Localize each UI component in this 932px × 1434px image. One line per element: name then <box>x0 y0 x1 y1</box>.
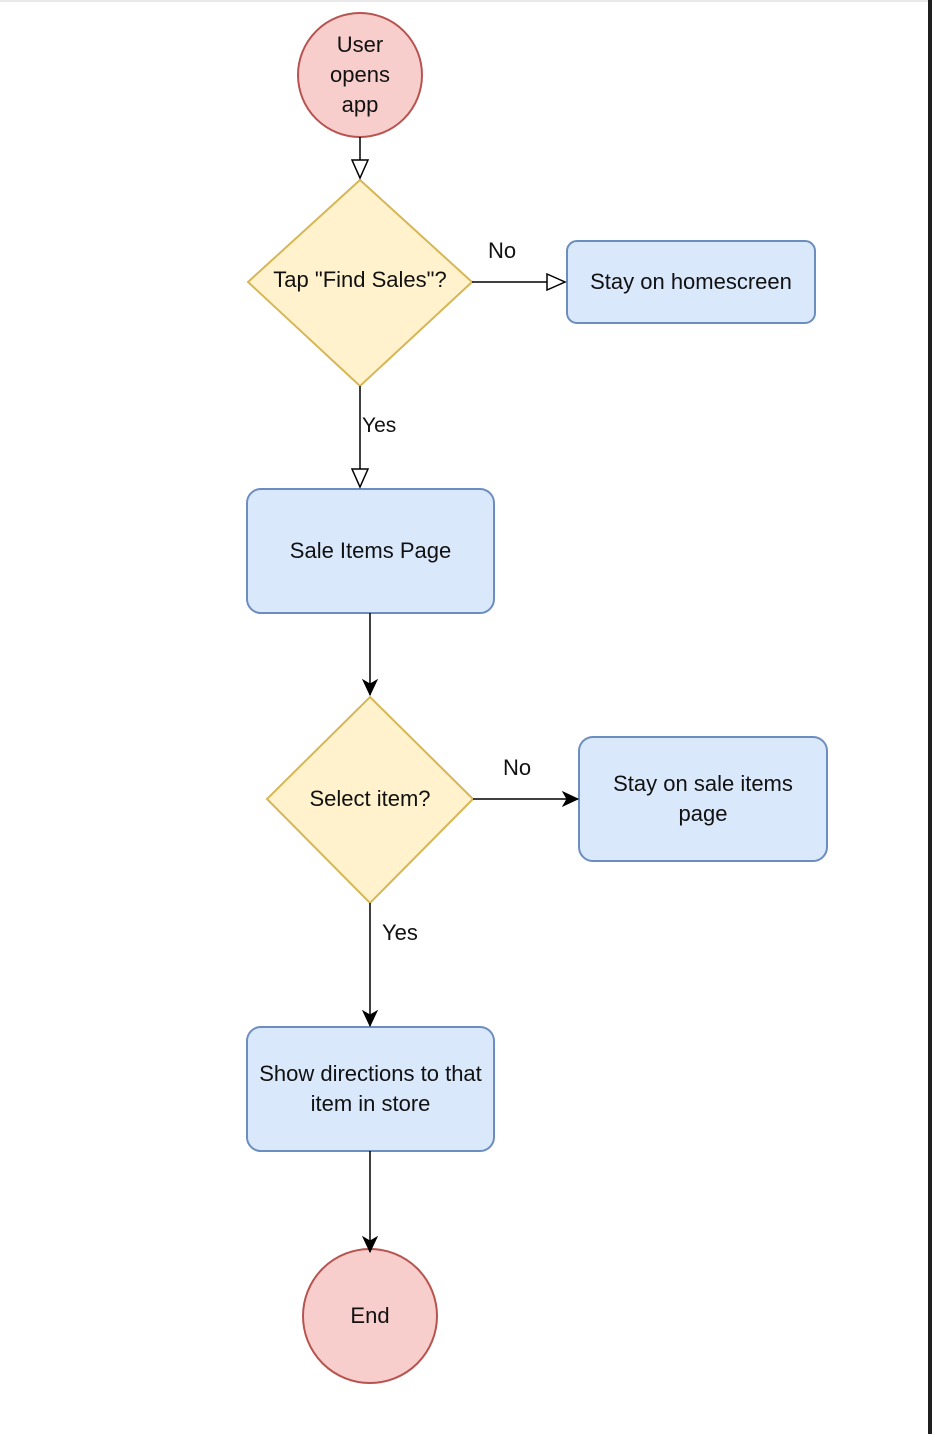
top-edge-shade <box>0 0 928 2</box>
edge-label-select-no: No <box>503 755 532 781</box>
end-node-label: End <box>350 1303 390 1328</box>
stay-home-shape <box>566 240 816 324</box>
stay-home-label: Stay on homescreen <box>590 269 792 294</box>
decision-select-item-label: Select item? <box>309 786 431 811</box>
sale-items-page-label: Sale Items Page <box>289 538 452 563</box>
show-directions-label: Show directions to that item in store <box>259 1061 482 1116</box>
edge-label-find-yes: Yes <box>362 413 397 439</box>
edge-label-select-yes: Yes <box>382 920 418 946</box>
stay-sale-items-label: Stay on sale items page <box>613 771 793 826</box>
start-node-label: User opens app <box>330 32 390 117</box>
right-border <box>928 0 932 1434</box>
edge-label-find-no: No <box>488 238 517 264</box>
decision-find-sales-label: Tap "Find Sales"? <box>273 267 447 292</box>
